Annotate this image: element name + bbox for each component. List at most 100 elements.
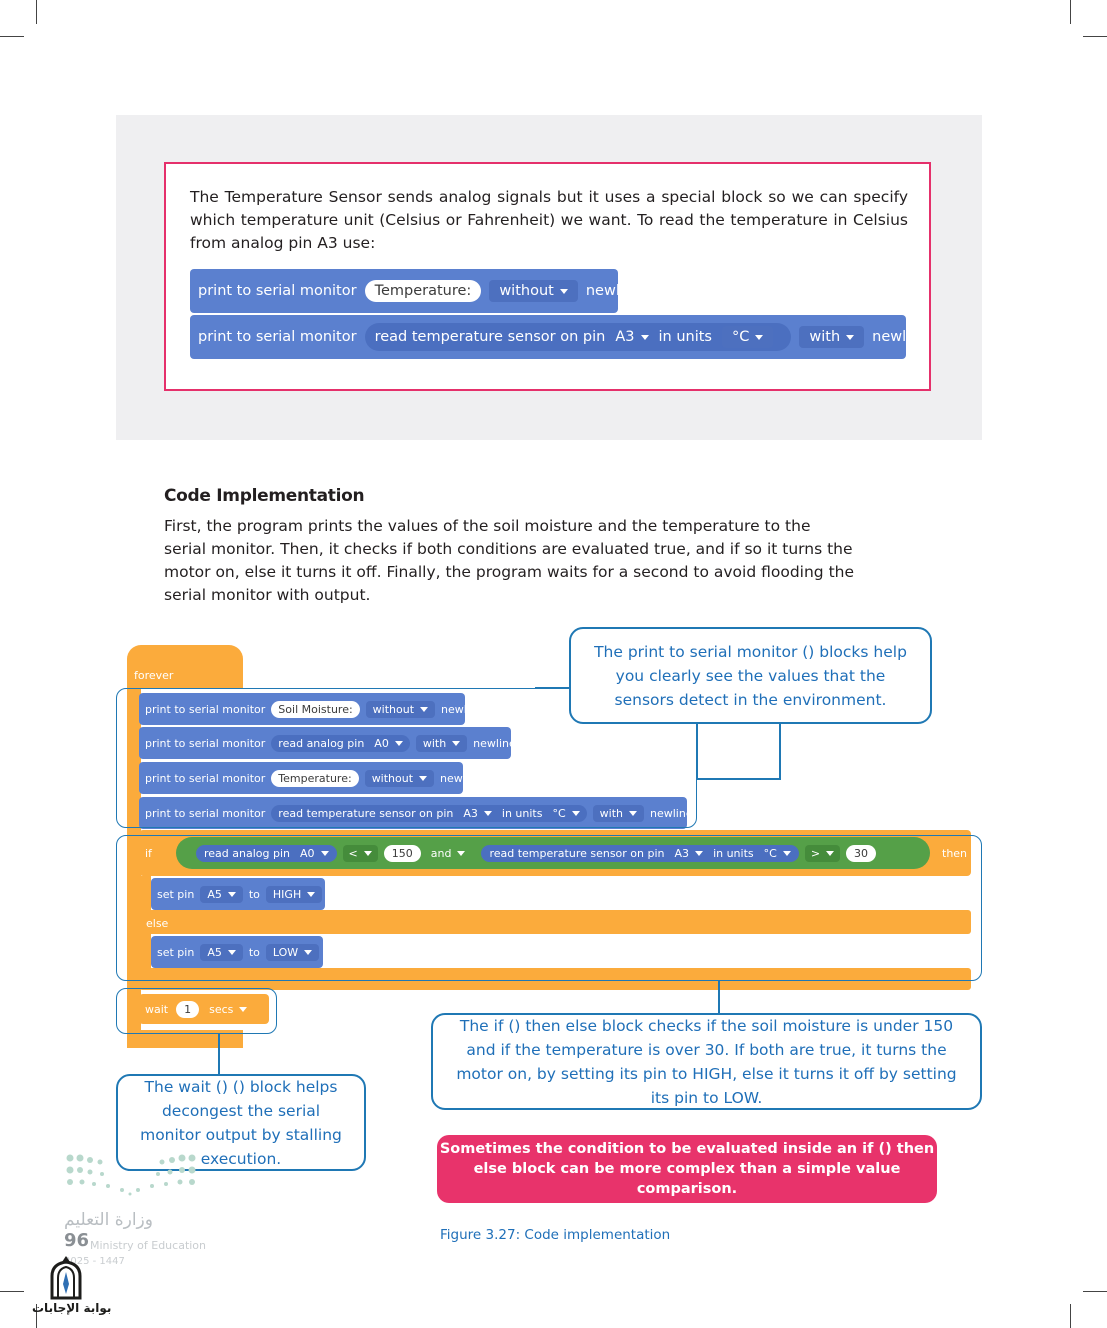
unit-dropdown: °C bbox=[764, 847, 791, 860]
block-label: print to serial monitor bbox=[145, 702, 266, 716]
block-label: print to serial monitor bbox=[145, 736, 266, 750]
pin-label: A5 bbox=[207, 945, 222, 959]
pin-dropdown: A0 bbox=[374, 737, 403, 750]
threshold-temperature: 30 bbox=[846, 844, 877, 862]
crop-mark bbox=[0, 36, 24, 37]
unit-label: °C bbox=[732, 329, 750, 345]
mode-dropdown: with bbox=[415, 734, 468, 752]
text-value: Temperature: bbox=[364, 280, 482, 302]
sensor-label: read analog pin bbox=[204, 846, 290, 860]
page-number: 96 bbox=[64, 1230, 90, 1251]
wait-value: 1 bbox=[176, 1000, 200, 1018]
crop-mark bbox=[36, 0, 37, 24]
callout-wait: The wait () () block helps decongest the… bbox=[116, 1074, 366, 1171]
intro-print-block-2: print to serial monitor read temperature… bbox=[190, 315, 928, 359]
watermark-lantern-icon bbox=[50, 1256, 82, 1300]
chevron-down-icon bbox=[307, 892, 316, 897]
wait-label: wait bbox=[145, 1002, 169, 1016]
note-banner: Sometimes the condition to be evaluated … bbox=[437, 1135, 937, 1203]
set-pin-low-block: set pin A5 to LOW bbox=[151, 936, 323, 968]
newline-label: newline bbox=[585, 283, 642, 299]
chevron-down-icon bbox=[227, 950, 236, 955]
newline-label: newline bbox=[440, 771, 483, 785]
print-block-soil-label: print to serial monitor Soil Moisture: w… bbox=[139, 693, 484, 725]
crop-mark bbox=[1070, 0, 1071, 24]
connector-line bbox=[696, 778, 781, 780]
chevron-down-icon bbox=[420, 707, 429, 712]
chevron-down-icon bbox=[363, 851, 372, 856]
chevron-down-icon bbox=[846, 334, 855, 340]
intro-print-block-1: print to serial monitor Temperature: wit… bbox=[190, 269, 642, 313]
value-dropdown: HIGH bbox=[265, 885, 323, 903]
temperature-sensor-block: read temperature sensor on pin A3 in uni… bbox=[364, 323, 792, 351]
chevron-down-icon bbox=[239, 1007, 248, 1012]
units-label: in units bbox=[658, 329, 712, 345]
connector-line bbox=[779, 723, 781, 779]
forever-foot bbox=[127, 1030, 243, 1048]
unit-label: °C bbox=[552, 806, 566, 820]
temperature-sensor-block: read temperature sensor on pin A3 in uni… bbox=[481, 844, 799, 862]
chevron-down-icon bbox=[826, 851, 835, 856]
connector-line bbox=[718, 981, 720, 1014]
pin-dropdown: A3 bbox=[615, 329, 649, 345]
mode-label: with bbox=[599, 806, 624, 820]
newline-label: newline bbox=[441, 702, 484, 716]
chevron-down-icon bbox=[640, 334, 649, 340]
forever-label: forever bbox=[134, 669, 174, 682]
wait-group-outline bbox=[116, 988, 277, 1034]
analog-read-block: read analog pin A0 bbox=[196, 844, 337, 862]
forever-spine bbox=[127, 680, 141, 1048]
chevron-down-icon bbox=[227, 892, 236, 897]
print-block-temp-value: print to serial monitor read temperature… bbox=[139, 797, 693, 829]
mode-label: with bbox=[809, 329, 841, 345]
print-block-soil-value: print to serial monitor read analog pin … bbox=[139, 727, 516, 759]
print-block-temp-label: print to serial monitor Temperature: wit… bbox=[139, 762, 483, 794]
chevron-down-icon bbox=[695, 851, 704, 856]
newline-label: newline bbox=[650, 806, 693, 820]
chevron-down-icon bbox=[559, 288, 568, 294]
mode-dropdown: without bbox=[365, 700, 436, 718]
section-body: First, the program prints the values of … bbox=[164, 517, 855, 604]
pin-label: A0 bbox=[374, 736, 389, 750]
connector-line bbox=[535, 687, 571, 689]
callout-print: The print to serial monitor () blocks he… bbox=[569, 627, 932, 724]
if-label: if bbox=[145, 847, 152, 860]
unit-dropdown: °C bbox=[722, 326, 774, 348]
chevron-down-icon bbox=[782, 851, 791, 856]
unit-label: secs bbox=[209, 1002, 234, 1016]
crop-mark bbox=[1083, 36, 1107, 37]
if-group-outline bbox=[116, 835, 982, 981]
and-dropdown: and bbox=[431, 847, 466, 860]
chevron-down-icon bbox=[571, 811, 580, 816]
chevron-down-icon bbox=[452, 741, 461, 746]
mode-label: without bbox=[499, 283, 554, 299]
mode-dropdown: without bbox=[489, 280, 578, 302]
chevron-down-icon bbox=[419, 776, 428, 781]
mode-dropdown: with bbox=[799, 326, 865, 348]
block-label: set pin bbox=[157, 945, 195, 959]
ministry-name-arabic: وزارة التعليم bbox=[64, 1210, 153, 1230]
ministry-name-english: Ministry of Education bbox=[90, 1239, 207, 1252]
to-label: to bbox=[248, 887, 260, 901]
pin-label: A3 bbox=[674, 846, 690, 860]
else-bar bbox=[139, 910, 971, 934]
newline-label: newline bbox=[872, 329, 929, 345]
pin-label: A3 bbox=[463, 806, 478, 820]
unit-label: °C bbox=[763, 846, 777, 860]
sensor-label: read temperature sensor on pin bbox=[489, 846, 665, 860]
sensor-label: read temperature sensor on pin bbox=[278, 806, 454, 820]
ministry-year: 2025 - 1447 bbox=[64, 1256, 125, 1267]
crop-mark bbox=[0, 1291, 24, 1292]
pin-dropdown: A0 bbox=[300, 847, 329, 860]
if-footer bbox=[139, 968, 971, 990]
chevron-down-icon bbox=[304, 950, 313, 955]
threshold-moisture: 150 bbox=[383, 844, 421, 862]
analog-read-block: read analog pin A0 bbox=[271, 734, 410, 752]
chevron-down-icon bbox=[320, 851, 329, 856]
forever-hat bbox=[127, 645, 243, 689]
chevron-down-icon bbox=[629, 811, 638, 816]
text-value: Soil Moisture: bbox=[271, 700, 360, 718]
to-label: to bbox=[248, 945, 260, 959]
crop-mark bbox=[1083, 1291, 1107, 1292]
chevron-down-icon bbox=[394, 741, 403, 746]
